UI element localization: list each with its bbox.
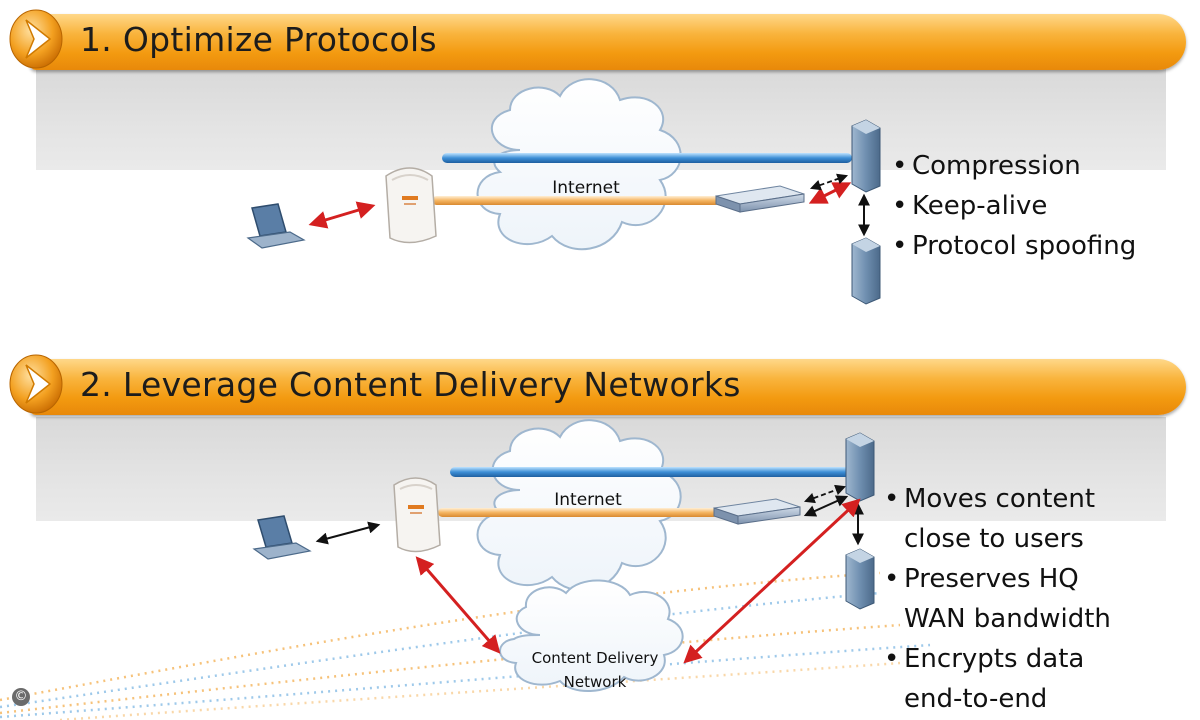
server-cdn-arrow bbox=[683, 498, 861, 664]
router-icon bbox=[713, 498, 801, 525]
tunnel-orange bbox=[432, 196, 720, 205]
router-server-arrow bbox=[808, 182, 852, 204]
bullet-line: Moves content bbox=[904, 484, 1096, 514]
cdn-cloud bbox=[499, 579, 684, 693]
wireless-link-arrow bbox=[315, 521, 381, 545]
chevron-right-icon bbox=[9, 354, 63, 414]
section-header-bar bbox=[30, 359, 1186, 415]
server-icon bbox=[845, 548, 875, 610]
server-icon bbox=[851, 119, 881, 193]
dashed-link-arrow bbox=[809, 173, 849, 191]
encrypted-tunnel-blue bbox=[450, 467, 854, 477]
feature-bullet-list: Moves content close to users Preserves H… bbox=[884, 479, 1111, 719]
bullet-line: Encrypts data bbox=[904, 644, 1085, 674]
copyright-badge: © bbox=[12, 688, 30, 706]
ap-cdn-arrow bbox=[415, 556, 501, 654]
chevron-right-icon bbox=[9, 9, 63, 69]
tunnel-orange bbox=[438, 508, 718, 517]
section-title: 2. Leverage Content Delivery Networks bbox=[80, 365, 741, 404]
bullet-line: end-to-end bbox=[904, 684, 1048, 714]
network-diagram: Internet bbox=[246, 78, 881, 305]
laptop-icon bbox=[252, 515, 312, 560]
internet-cloud bbox=[476, 78, 682, 251]
dashed-link-arrow bbox=[803, 484, 847, 504]
bullet-item: Protocol spoofing bbox=[892, 226, 1136, 266]
bullet-item: Compression bbox=[892, 146, 1136, 186]
internet-cloud-label: Internet bbox=[554, 490, 622, 510]
bullet-line: WAN bandwidth bbox=[904, 604, 1111, 634]
section-title: 1. Optimize Protocols bbox=[80, 20, 437, 59]
server-icon bbox=[845, 432, 875, 502]
internet-cloud bbox=[476, 419, 682, 592]
internet-cloud-label: Internet bbox=[552, 178, 620, 198]
server-icon bbox=[851, 237, 881, 305]
bullet-line: Preserves HQ bbox=[904, 564, 1079, 594]
cdn-cloud-label-line2: Network bbox=[564, 673, 627, 691]
laptop-icon bbox=[246, 203, 306, 249]
bullet-line: close to users bbox=[904, 524, 1084, 554]
section-optimize-protocols: 1. Optimize Protocols bbox=[0, 0, 1200, 330]
section-leverage-cdn: 2. Leverage Content Delivery Networks bbox=[0, 345, 1200, 720]
access-point-icon bbox=[393, 477, 441, 553]
cdn-cloud-label-line1: Content Delivery bbox=[532, 649, 659, 667]
bullet-item: Preserves HQ WAN bandwidth bbox=[884, 559, 1111, 639]
bullet-item: Keep-alive bbox=[892, 186, 1136, 226]
bullet-item: Moves content close to users bbox=[884, 479, 1111, 559]
cdn-network-diagram: Internet bbox=[0, 419, 931, 720]
section-header-bar bbox=[30, 14, 1186, 70]
router-icon bbox=[715, 185, 805, 213]
router-server-arrow bbox=[803, 495, 849, 517]
feature-bullet-list: Compression Keep-alive Protocol spoofing bbox=[892, 146, 1136, 266]
decorative-swoosh bbox=[0, 571, 931, 720]
access-point-icon bbox=[385, 167, 437, 244]
wireless-link-arrow bbox=[308, 201, 376, 229]
bullet-item: Encrypts data end-to-end bbox=[884, 639, 1111, 719]
encrypted-tunnel-blue bbox=[442, 153, 852, 163]
